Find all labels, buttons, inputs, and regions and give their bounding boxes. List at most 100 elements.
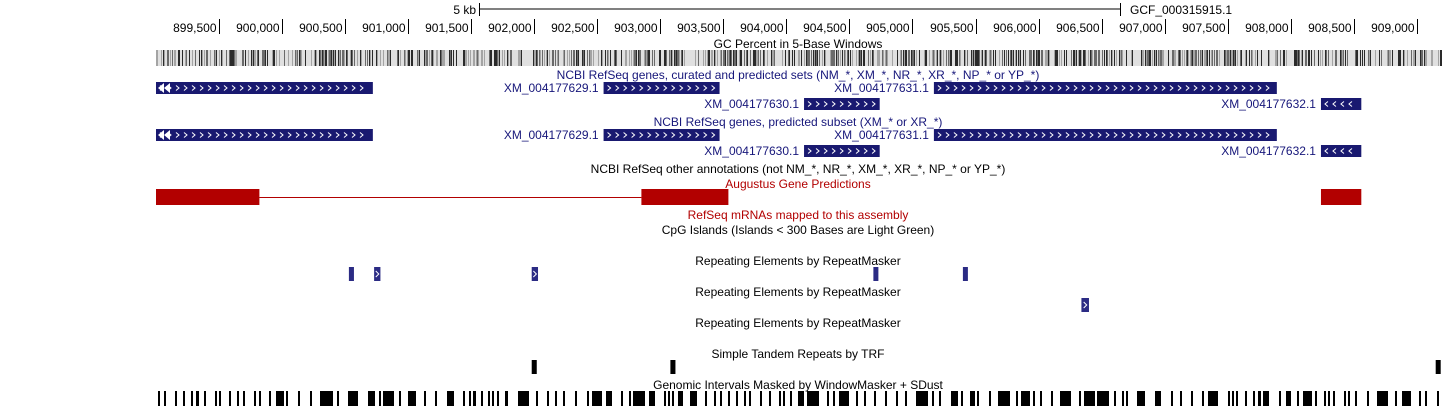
masked-interval[interactable] (175, 391, 177, 406)
masked-interval[interactable] (1419, 391, 1421, 406)
masked-interval[interactable] (1137, 391, 1145, 406)
masked-interval[interactable] (469, 391, 471, 406)
masked-interval[interactable] (970, 391, 975, 406)
masked-interval[interactable] (1155, 391, 1161, 406)
augustus-exon[interactable] (641, 189, 729, 205)
masked-interval[interactable] (196, 391, 199, 406)
masked-interval[interactable] (1258, 391, 1261, 406)
masked-interval[interactable] (977, 391, 979, 406)
masked-interval[interactable] (783, 391, 785, 406)
masked-interval[interactable] (856, 391, 858, 406)
masked-interval[interactable] (254, 391, 256, 406)
masked-interval[interactable] (1122, 391, 1124, 406)
tandem-repeat[interactable] (1435, 360, 1441, 374)
trf-track[interactable] (531, 360, 1441, 374)
masked-interval[interactable] (1377, 391, 1388, 406)
repeat-element[interactable] (962, 267, 968, 281)
masked-interval[interactable] (1171, 391, 1173, 406)
masked-interval[interactable] (463, 391, 465, 406)
masked-interval[interactable] (1191, 391, 1193, 406)
masked-interval[interactable] (259, 391, 261, 406)
masked-interval[interactable] (1232, 391, 1234, 406)
masked-interval[interactable] (989, 391, 991, 406)
masked-interval[interactable] (1286, 391, 1291, 406)
masked-interval[interactable] (219, 391, 221, 406)
masked-interval[interactable] (728, 391, 730, 406)
gene-label[interactable]: XM_004177631.1 (834, 81, 929, 95)
masked-interval[interactable] (705, 391, 707, 406)
masked-interval[interactable] (833, 391, 835, 406)
refseq-predicted-track-title[interactable]: NCBI RefSeq genes, predicted subset (XM_… (654, 115, 943, 129)
masked-interval[interactable] (939, 391, 941, 406)
refseq-all-track-title[interactable]: NCBI RefSeq genes, curated and predicted… (557, 68, 1040, 82)
masked-interval[interactable] (874, 391, 876, 406)
masked-interval[interactable] (664, 391, 666, 406)
gc-percent-track-title[interactable]: GC Percent in 5-Base Windows (714, 37, 883, 51)
augustus-track-title[interactable]: Augustus Gene Predictions (725, 177, 870, 191)
cpg-islands-track-title[interactable]: CpG Islands (Islands < 300 Bases are Lig… (662, 223, 934, 237)
gene-label[interactable]: XM_004177630.1 (704, 144, 799, 158)
masked-interval[interactable] (1021, 391, 1030, 406)
masked-interval[interactable] (951, 391, 958, 406)
masked-interval[interactable] (1437, 391, 1439, 406)
masked-interval[interactable] (779, 391, 781, 406)
gene-model[interactable] (933, 82, 1277, 94)
masked-interval[interactable] (164, 391, 166, 406)
masked-interval[interactable] (547, 391, 549, 406)
masked-interval[interactable] (760, 391, 762, 406)
masked-interval[interactable] (286, 391, 288, 406)
masked-interval[interactable] (320, 391, 333, 406)
masked-interval[interactable] (714, 391, 716, 406)
gene-model[interactable] (603, 129, 720, 141)
masked-interval[interactable] (1126, 391, 1128, 406)
repeatmasker-track-title-1[interactable]: Repeating Elements by RepeatMasker (695, 254, 900, 268)
masked-interval[interactable] (1324, 391, 1326, 406)
masked-interval[interactable] (633, 391, 645, 406)
masked-interval[interactable] (1016, 391, 1018, 406)
masked-interval[interactable] (408, 391, 416, 406)
repeat-element[interactable] (531, 267, 539, 281)
gene-model[interactable] (603, 82, 720, 94)
masked-interval[interactable] (749, 391, 751, 406)
masked-interval[interactable] (1315, 391, 1317, 406)
masked-interval[interactable] (1402, 391, 1411, 406)
masked-interval[interactable] (649, 391, 655, 406)
gene-model[interactable] (933, 129, 1277, 141)
masked-interval[interactable] (1279, 391, 1281, 406)
masked-interval[interactable] (916, 391, 928, 406)
masked-interval[interactable] (435, 391, 437, 406)
masked-interval[interactable] (204, 391, 206, 406)
gene-model[interactable] (156, 82, 373, 94)
masked-interval[interactable] (379, 391, 381, 406)
masked-interval[interactable] (563, 391, 565, 406)
masked-interval[interactable] (298, 391, 300, 406)
gene-label[interactable]: XM_004177632.1 (1221, 97, 1316, 111)
tandem-repeat[interactable] (670, 360, 676, 374)
masked-interval[interactable] (1208, 391, 1218, 406)
masked-interval[interactable] (536, 391, 538, 406)
masked-interval[interactable] (505, 391, 508, 406)
gene-label[interactable]: XM_004177630.1 (704, 97, 799, 111)
masked-interval[interactable] (961, 391, 963, 406)
refseq-other-track-title[interactable]: NCBI RefSeq other annotations (not NM_*,… (591, 162, 1006, 176)
repeat-element[interactable] (374, 267, 381, 281)
masked-interval[interactable] (744, 391, 746, 406)
gene-model[interactable] (804, 145, 880, 157)
masked-interval[interactable] (383, 391, 394, 406)
masked-interval[interactable] (1245, 391, 1247, 406)
masked-interval[interactable] (368, 391, 375, 406)
masked-interval[interactable] (1084, 391, 1095, 406)
masked-interval[interactable] (769, 391, 771, 406)
masked-interval[interactable] (1202, 391, 1204, 406)
tandem-repeat[interactable] (531, 360, 537, 374)
masked-interval[interactable] (348, 391, 358, 406)
gene-label[interactable]: XM_004177632.1 (1221, 144, 1316, 158)
masked-interval[interactable] (606, 391, 612, 406)
masked-interval[interactable] (424, 391, 426, 406)
masked-interval[interactable] (575, 391, 577, 406)
masked-interval[interactable] (518, 391, 529, 406)
masked-interval[interactable] (310, 391, 312, 406)
masked-interval[interactable] (1236, 391, 1238, 406)
